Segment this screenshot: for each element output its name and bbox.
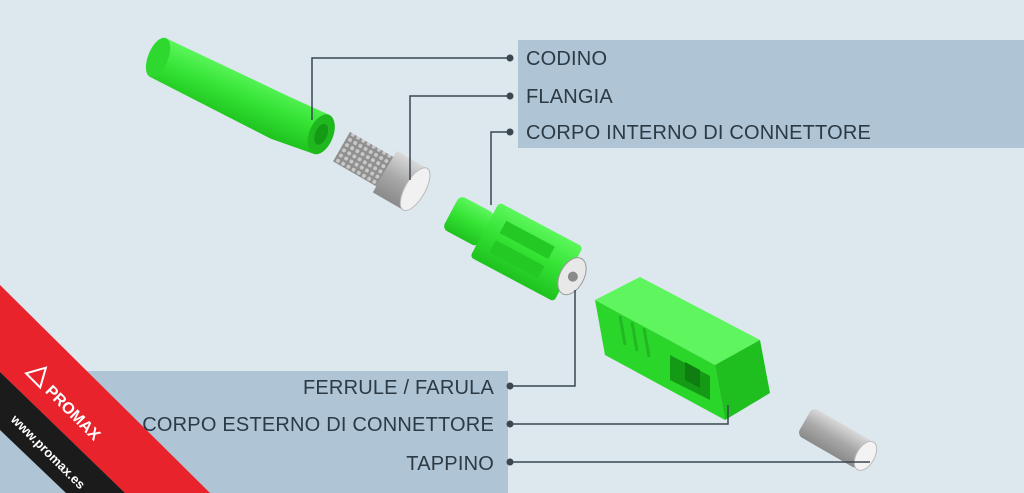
crimp-ring-part <box>333 131 431 212</box>
label-inner-body: CORPO INTERNO DI CONNETTORE <box>526 122 872 144</box>
label-panel-top <box>518 40 1024 148</box>
leader-dots <box>506 54 514 466</box>
leader-lines <box>311 57 870 463</box>
label-flangia: FLANGIA <box>526 86 613 108</box>
inner-body-part <box>444 197 587 301</box>
dust-cap-part <box>799 409 878 471</box>
outer-housing-part <box>595 277 770 420</box>
boot-part <box>145 37 335 155</box>
label-tappino: TAPPINO <box>406 453 494 475</box>
brand-ribbon: PROMAX www.promax.es <box>0 285 210 493</box>
label-ferrule: FERRULE / FARULA <box>302 377 494 399</box>
label-outer-body: CORPO ESTERNO DI CONNETTORE <box>142 414 494 436</box>
label-codino: CODINO <box>526 48 608 70</box>
